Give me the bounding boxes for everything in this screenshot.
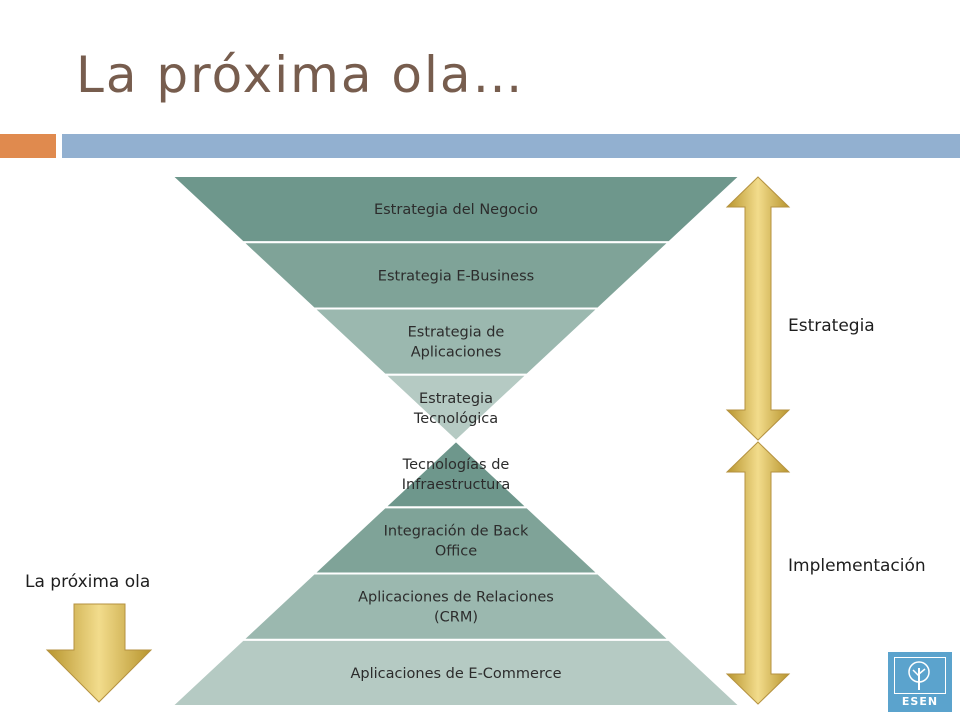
logo-text: ESEN [901, 695, 939, 708]
implementation-band-4 [382, 439, 530, 509]
strategy-band-1-label: Estrategia del Negocio [374, 202, 538, 218]
accent-bar-blue [62, 134, 960, 158]
slide-title: La próxima ola… [76, 46, 525, 104]
implementation-band-4-label: Aplicaciones de E-Commerce [350, 666, 561, 682]
implementation-band-2-label: Integración de Back [384, 523, 529, 539]
implementation-double-arrow [725, 441, 791, 705]
implementation-band-3-label: (CRM) [434, 610, 478, 626]
implementation-band-1-label: Tecnologías de [402, 457, 510, 473]
strategy-band-4 [382, 373, 530, 443]
strategy-band-4-label: Tecnológica [413, 411, 498, 427]
strategy-band-3 [311, 307, 601, 376]
implementation-band-1-label: Infraestructura [402, 477, 510, 493]
implementation-label: Implementación [788, 556, 926, 576]
implementation-band-3 [311, 506, 601, 575]
strategy-band-3-label: Aplicaciones [411, 345, 502, 361]
tree-icon [894, 657, 946, 694]
next-wave-label: La próxima ola [25, 572, 151, 592]
implementation-band-2 [240, 572, 672, 641]
strategy-band-2-label: Estrategia E-Business [378, 268, 534, 284]
esen-logo: ESEN [888, 652, 952, 712]
accent-bar-orange [0, 134, 56, 158]
strategy-label: Estrategia [788, 316, 875, 336]
next-wave-down-arrow-icon [45, 603, 153, 703]
strategy-double-arrow [725, 176, 791, 441]
implementation-band-3-label: Aplicaciones de Relaciones [358, 590, 554, 606]
strategy-band-3-label: Estrategia de [408, 325, 505, 341]
implementation-band-2-label: Office [435, 543, 477, 559]
strategy-band-4-label: Estrategia [419, 391, 493, 407]
